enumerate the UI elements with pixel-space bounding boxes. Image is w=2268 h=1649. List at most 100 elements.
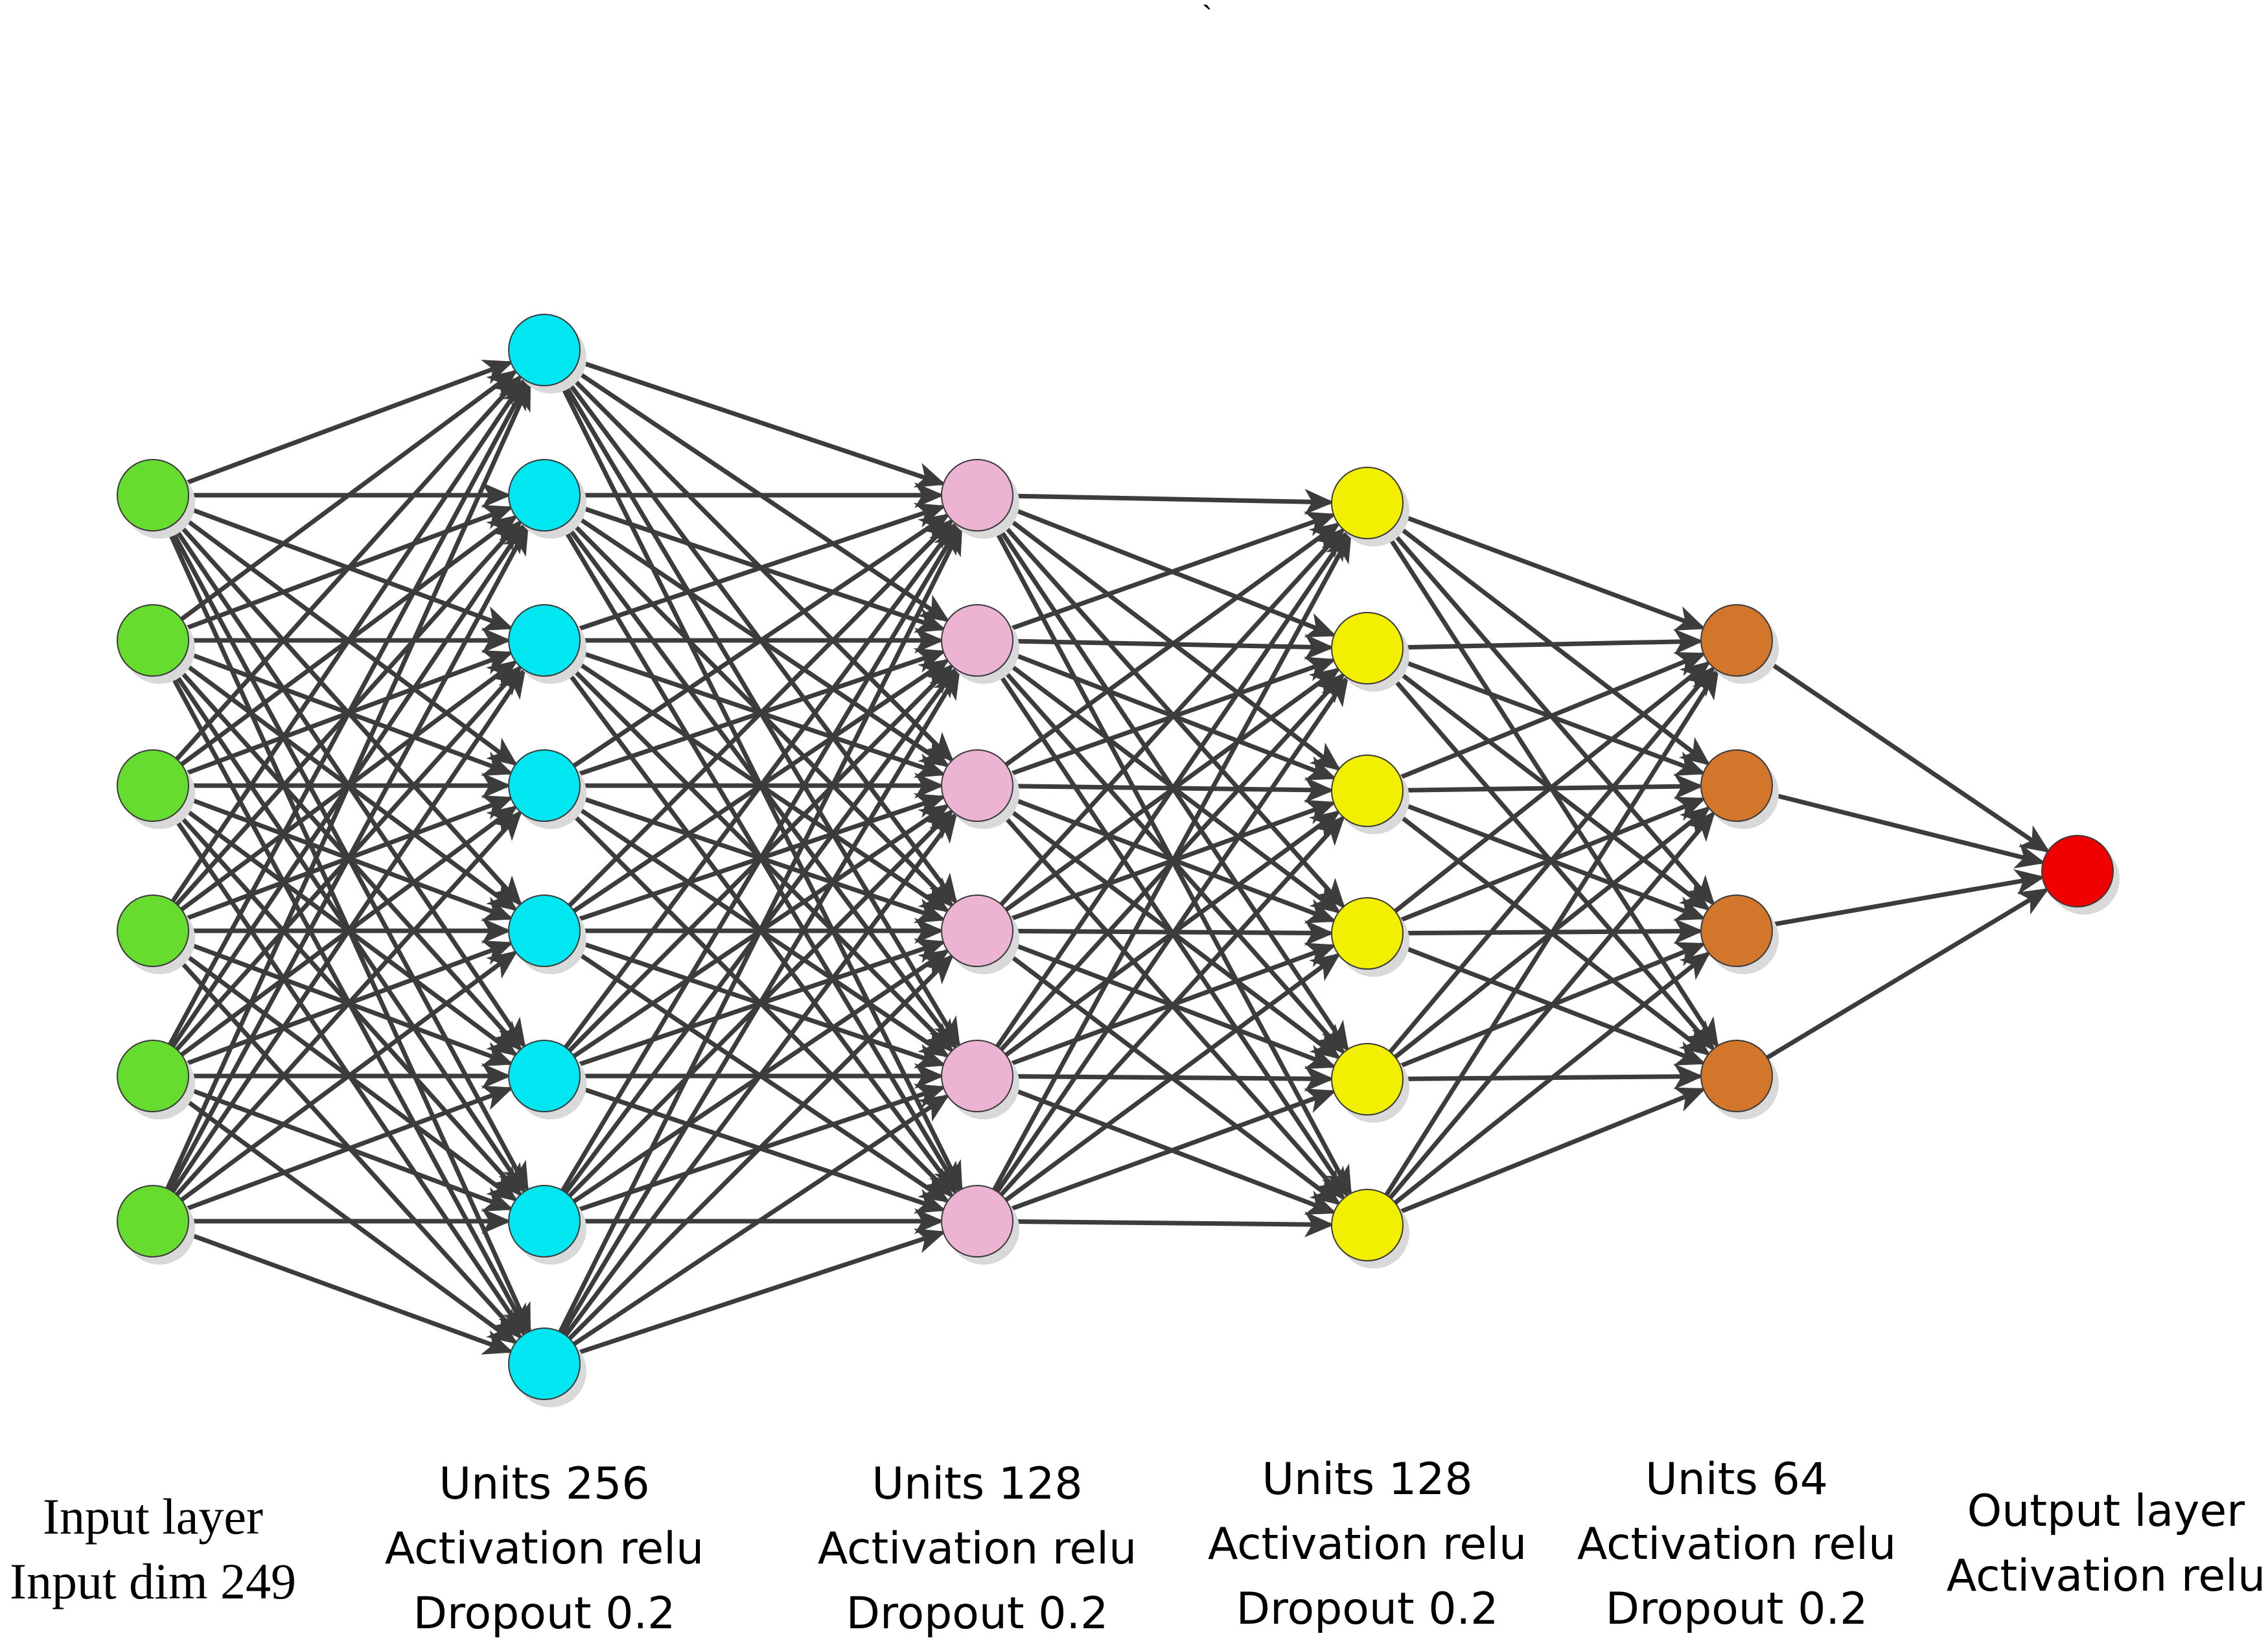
edge-hidden4-2-to-output-1 [1770, 792, 2046, 869]
node-hidden1-4 [508, 749, 581, 822]
node-hidden2-6 [941, 1185, 1013, 1257]
edge-hidden2-6-to-hidden3-1 [992, 532, 1352, 1191]
hidden-layer-4-label: Units 64 Activation relu Dropout 0.2 [1577, 1447, 1896, 1642]
node-hidden4-1 [1700, 604, 1773, 677]
node-hidden2-2 [941, 604, 1013, 677]
node-hidden2-5 [941, 1040, 1013, 1112]
node-hidden1-3 [508, 604, 581, 677]
node-output-1 [2041, 835, 2114, 907]
node-hidden1-6 [508, 1040, 581, 1112]
node-hidden3-6 [1331, 1189, 1404, 1261]
edge-hidden4-1-to-output-1 [1765, 658, 2050, 853]
output-layer-label: Output layer Activation relu [1947, 1479, 2265, 1609]
edge-input-1-to-hidden1-1 [185, 359, 514, 485]
connection-edges [165, 359, 2050, 1355]
hidden-layer-2-dropout: Dropout 0.2 [846, 1588, 1109, 1639]
output-layer-label-line-2: Activation relu [1946, 1550, 2266, 1602]
edge-hidden1-5-to-hidden2-1 [568, 519, 955, 907]
edge-hidden2-6-to-hidden3-6 [1012, 1211, 1334, 1237]
node-input-4 [117, 895, 189, 967]
edge-hidden2-6-to-hidden3-5 [1010, 1088, 1337, 1211]
node-hidden1-1 [508, 314, 581, 386]
edge-hidden3-3-to-hidden4-1 [1399, 652, 1706, 780]
edge-hidden3-6-to-hidden4-1 [1384, 668, 1719, 1197]
node-hidden2-4 [941, 895, 1013, 967]
hidden-layer-3-label: Units 128 Activation relu Dropout 0.2 [1208, 1447, 1527, 1642]
node-input-2 [117, 604, 189, 677]
edge-hidden1-6-to-hidden2-1 [564, 521, 958, 1049]
edge-hidden1-8-to-hidden2-6 [577, 1228, 946, 1355]
edge-hidden2-4-to-hidden3-1 [999, 527, 1345, 906]
input-layer-label-line-2: Input dim 249 [10, 1553, 296, 1609]
hidden-layer-4-dropout: Dropout 0.2 [1605, 1584, 1868, 1635]
stray-backtick-mark: ` [1202, 1, 1212, 35]
input-layer-label-line-1: Input layer [42, 1488, 264, 1545]
hidden-layer-1-dropout: Dropout 0.2 [413, 1588, 676, 1639]
hidden-layer-3-activation: Activation relu [1207, 1519, 1527, 1570]
node-input-5 [117, 1040, 189, 1112]
edge-hidden1-1-to-hidden2-1 [577, 359, 946, 488]
edge-input-6-to-hidden1-3 [170, 668, 526, 1193]
node-hidden3-4 [1331, 897, 1404, 970]
edge-input-6-to-hidden1-4 [175, 810, 522, 1197]
edge-hidden3-1-to-hidden4-1 [1400, 513, 1706, 631]
edge-input-6-to-hidden1-6 [185, 1085, 514, 1211]
edge-hidden1-3-to-hidden2-1 [577, 502, 946, 631]
edge-hidden2-6-to-hidden3-3 [999, 815, 1345, 1197]
hidden-layer-1-units: Units 256 [439, 1458, 650, 1510]
hidden-layer-2-units: Units 128 [872, 1458, 1083, 1510]
edge-input-6-to-hidden1-5 [180, 950, 518, 1202]
edge-hidden2-6-to-hidden3-4 [1004, 953, 1341, 1202]
node-hidden1-5 [508, 895, 581, 967]
node-hidden3-2 [1331, 612, 1404, 684]
node-hidden1-8 [508, 1327, 581, 1400]
edge-hidden3-6-to-hidden4-3 [1393, 951, 1711, 1205]
node-hidden1-2 [508, 459, 581, 532]
edge-hidden1-8-to-hidden2-5 [572, 1094, 950, 1346]
edge-input-3-to-hidden1-1 [175, 374, 522, 761]
edge-hidden3-6-to-hidden4-4 [1399, 1087, 1706, 1214]
edge-hidden4-4-to-output-1 [1766, 888, 2050, 1060]
edge-hidden2-3-to-hidden3-1 [1004, 522, 1341, 767]
edge-hidden2-6-to-hidden3-2 [995, 675, 1349, 1193]
hidden-layer-1-activation: Activation relu [384, 1523, 704, 1574]
edge-input-6-to-hidden1-1 [165, 380, 531, 1190]
edge-hidden1-4-to-hidden2-1 [572, 513, 950, 768]
hidden-layer-3-units: Units 128 [1262, 1454, 1473, 1505]
hidden-layer-2-label: Units 128 Activation relu Dropout 0.2 [818, 1452, 1137, 1646]
edge-hidden2-5-to-hidden3-1 [995, 530, 1349, 1048]
node-hidden4-3 [1700, 895, 1773, 967]
edge-hidden3-2-to-hidden4-1 [1402, 629, 1704, 655]
output-layer-label-line-1: Output layer [1967, 1486, 2245, 1537]
node-hidden4-2 [1700, 749, 1773, 822]
edge-input-4-to-hidden1-1 [170, 377, 526, 903]
edge-hidden3-6-to-hidden4-2 [1388, 811, 1716, 1200]
node-hidden2-3 [941, 749, 1013, 822]
edge-input-6-to-hidden1-2 [168, 524, 529, 1191]
node-hidden3-3 [1331, 754, 1404, 827]
neuron-nodes [117, 314, 2120, 1407]
node-hidden3-5 [1331, 1043, 1404, 1116]
edge-hidden1-7-to-hidden2-1 [561, 523, 960, 1192]
edge-input-5-to-hidden1-1 [168, 379, 529, 1046]
input-layer-label: Input layer Input dim 249 [10, 1484, 296, 1614]
edge-hidden1-8-to-hidden2-4 [568, 954, 954, 1340]
hidden-layer-4-units: Units 64 [1645, 1454, 1828, 1505]
hidden-layer-3-dropout: Dropout 0.2 [1236, 1584, 1499, 1635]
edge-hidden4-3-to-output-1 [1771, 869, 2045, 927]
node-hidden3-1 [1331, 467, 1404, 539]
edge-input-2-to-hidden1-1 [180, 369, 518, 622]
hidden-layer-4-activation: Activation relu [1577, 1519, 1897, 1570]
hidden-layer-2-activation: Activation relu [817, 1523, 1137, 1574]
node-hidden4-4 [1700, 1040, 1773, 1112]
node-hidden1-7 [508, 1185, 581, 1257]
edge-hidden2-1-to-hidden3-1 [1012, 489, 1334, 515]
edge-hidden1-8-to-hidden2-2 [561, 668, 960, 1335]
edge-hidden1-8-to-hidden2-3 [564, 812, 958, 1337]
node-input-3 [117, 749, 189, 822]
node-input-1 [117, 459, 189, 532]
edge-hidden2-2-to-hidden3-1 [1010, 511, 1336, 631]
node-hidden2-1 [941, 459, 1013, 532]
edge-hidden1-8-to-hidden2-1 [558, 524, 963, 1333]
